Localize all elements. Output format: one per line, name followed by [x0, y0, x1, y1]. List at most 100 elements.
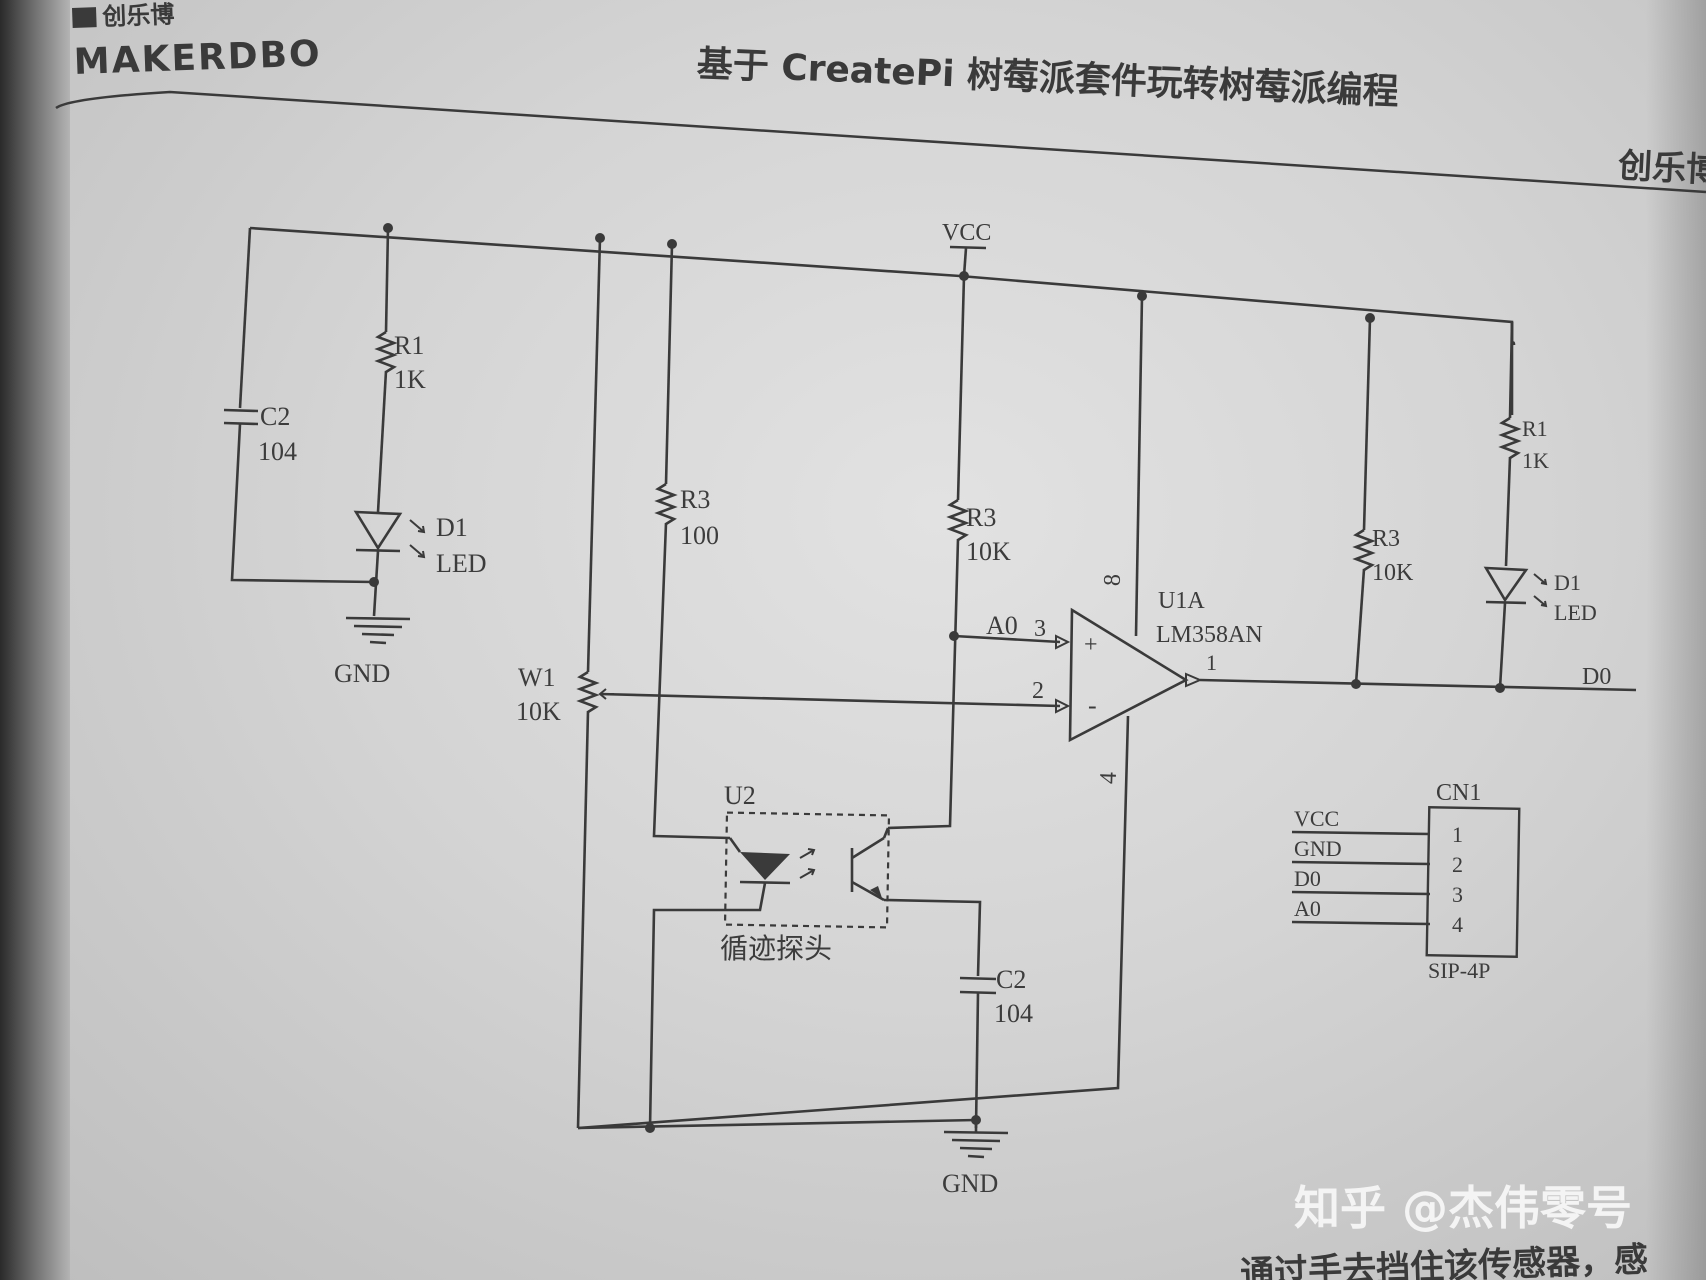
ground-bus: [577, 1118, 977, 1130]
junction-dot: [369, 577, 379, 587]
cn1-pin-row: VCC 1: [1291, 806, 1463, 847]
u2-caption: 循迹探头: [720, 933, 832, 965]
r1a-value: 1K: [394, 365, 426, 394]
logo-mark-icon: [72, 7, 97, 28]
w1-value: 10K: [516, 697, 561, 726]
d1a-name: D1: [436, 513, 468, 542]
u2-emitter-arrow: [870, 886, 882, 898]
d0-output-wire: [1199, 678, 1637, 692]
u2-box: [723, 811, 891, 929]
r1a-d1a-wire: [376, 370, 388, 513]
vcc-label: VCC: [942, 220, 991, 246]
r1b-d1b-wire: [1504, 456, 1512, 567]
r3c-bottom-wire: [1354, 568, 1366, 685]
cn1-pin-net: D0: [1294, 866, 1321, 891]
r1b-top-wire: [1508, 321, 1514, 419]
c2b-plate2: [959, 990, 997, 995]
r3a-bottom-wire: [652, 522, 731, 840]
u2-ray2: [799, 868, 816, 879]
circuit-diagram: VCC C2 104 R1 1K D1 LED GND: [223, 220, 1637, 1198]
d1a-bar: [355, 548, 401, 553]
u2-anode-wire: [728, 837, 742, 853]
d1a-arrow1: [409, 519, 426, 534]
junction-dot: [1365, 313, 1375, 323]
c2a-plate2: [223, 421, 259, 426]
u2-collector-wire: [882, 827, 890, 839]
r3a-top-wire: [664, 243, 674, 485]
cn1-pin-num: 2: [1452, 852, 1463, 877]
page-header: 创乐博 MAKERDBO 基于 CreatePi 树莓派套件玩转树莓派编程 创乐…: [55, 0, 1706, 194]
page-title: 基于 CreatePi 树莓派套件玩转树莓派编程: [696, 44, 1399, 113]
r1a-name: R1: [394, 331, 424, 360]
logo-top: 创乐博: [101, 0, 175, 31]
d1b-value: LED: [1554, 600, 1597, 625]
junction-dot: [645, 1123, 655, 1133]
d1b-arrow2: [1533, 595, 1548, 608]
d1b-out-wire: [1498, 602, 1507, 689]
u2-cathode-wire: [648, 882, 767, 1129]
d0-label: D0: [1582, 664, 1611, 690]
c2a-value: 104: [258, 437, 297, 466]
r1b-value: 1K: [1522, 448, 1549, 473]
page-edge-shadow: [1646, 0, 1706, 1280]
u2-led-triangle: [740, 852, 790, 880]
cn1-package: SIP-4P: [1428, 958, 1490, 983]
opamp-output-arrow: [1185, 672, 1203, 688]
junction-dot: [959, 271, 969, 281]
junction-dot: [1351, 679, 1361, 689]
header-rule: [55, 90, 1706, 194]
vcc-bar: [949, 245, 987, 250]
w1-wiper-wire: [599, 692, 1061, 708]
book-spine-shadow: [0, 0, 70, 1280]
r3b-bottom-wire: [887, 538, 960, 830]
zhihu-watermark: 知乎 @杰伟零号: [1294, 1181, 1632, 1235]
opamp-name: U1A: [1158, 588, 1205, 614]
pin4-label: 4: [1096, 772, 1122, 785]
junction-dot: [1495, 683, 1505, 693]
d1b-led: [1483, 566, 1548, 608]
r3b-resistor: [946, 498, 970, 542]
d1a-value: LED: [436, 549, 487, 578]
c2b-bottom-wire: [974, 992, 980, 1129]
u2-collector: [851, 836, 885, 860]
r3b-value: 10K: [966, 537, 1011, 566]
c2a-top-wire: [238, 227, 252, 409]
pin8-label: 8: [1100, 574, 1126, 587]
a0-wire: [953, 634, 1061, 644]
r3c-top-wire: [1362, 317, 1372, 531]
u2-emitter: [739, 848, 816, 885]
c2b-value: 104: [994, 999, 1033, 1028]
cn1-pin-num: 4: [1452, 912, 1463, 937]
d1a-arrow2: [409, 544, 426, 559]
c2a-bottom-wire: [230, 423, 375, 584]
pin2-label: 2: [1032, 678, 1044, 704]
opamp-part: LM358AN: [1156, 622, 1263, 648]
c2a-name: C2: [260, 402, 290, 431]
d1a-triangle: [353, 510, 403, 551]
pin8-wire: [1134, 295, 1144, 637]
r3c-name: R3: [1372, 526, 1400, 552]
logo-text: MAKERDBO: [73, 33, 322, 83]
r3c-resistor: [1352, 528, 1376, 572]
r3a-resistor: [654, 482, 678, 526]
junction-dot: [1137, 291, 1147, 301]
a0-label: A0: [986, 611, 1018, 640]
cn1-pin-num: 3: [1452, 882, 1463, 907]
pin3-arrow: [1055, 634, 1071, 650]
junction-dot: [595, 233, 605, 243]
opamp-minus: -: [1088, 691, 1097, 720]
ground-symbol-bottom: [943, 1130, 1009, 1159]
cn1-pin-row: GND 2: [1291, 836, 1463, 877]
w1-bottom-wire: [576, 710, 590, 1129]
d1b-arrow1: [1533, 573, 1548, 586]
header-right-text: 创乐博: [1616, 146, 1706, 191]
c2b-name: C2: [996, 965, 1026, 994]
w1-top-wire: [586, 237, 602, 673]
r3a-name: R3: [680, 485, 710, 514]
r1a-top-wire: [384, 227, 390, 333]
r1b-resistor: [1498, 416, 1522, 460]
cn1-box: [1425, 806, 1521, 958]
cn1-pin-net: GND: [1294, 836, 1342, 861]
gnd-label-left: GND: [334, 659, 390, 688]
cn1-name: CN1: [1436, 780, 1481, 806]
